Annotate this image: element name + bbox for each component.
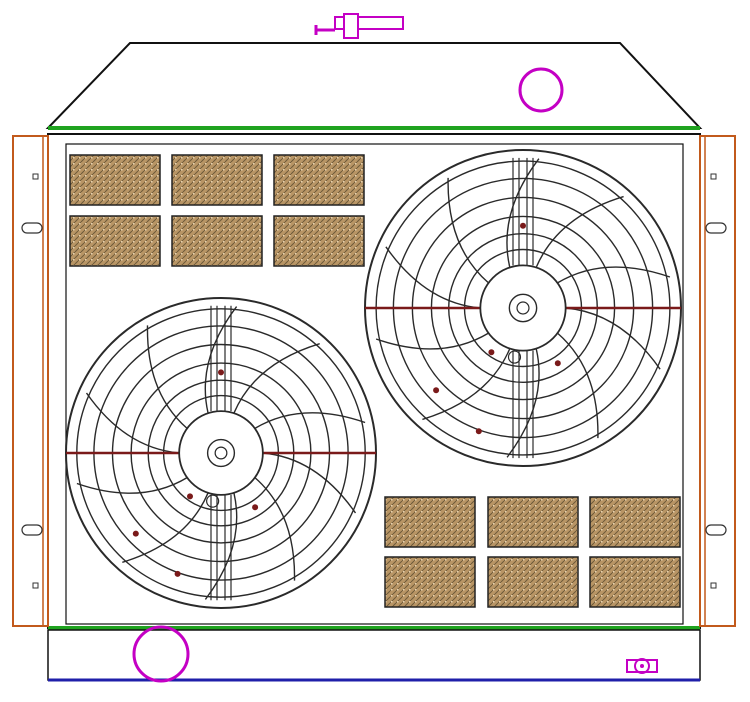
mesh-panel [171, 154, 263, 206]
mesh-panel [487, 496, 579, 548]
mesh-panel [273, 215, 365, 267]
filler-neck-icon [314, 13, 404, 39]
bottom-tank [47, 626, 701, 682]
mesh-panel [69, 215, 161, 267]
mesh-panel [384, 496, 476, 548]
mesh-panel [589, 556, 681, 608]
mesh-panel [384, 556, 476, 608]
fan-right-icon [364, 149, 682, 467]
mesh-panel [589, 496, 681, 548]
fan-left-icon [65, 297, 377, 609]
mesh-panel [171, 215, 263, 267]
drain-petcock-icon [626, 658, 658, 674]
right-mounting-bracket [699, 135, 736, 627]
mesh-panel [69, 154, 161, 206]
mesh-panel [487, 556, 579, 608]
top-tank [45, 42, 703, 135]
lower-hose-outlet-icon [132, 625, 190, 683]
left-mounting-bracket [12, 135, 49, 627]
upper-hose-outlet-icon [518, 67, 564, 113]
mesh-panel [273, 154, 365, 206]
mesh-panels [69, 154, 681, 608]
